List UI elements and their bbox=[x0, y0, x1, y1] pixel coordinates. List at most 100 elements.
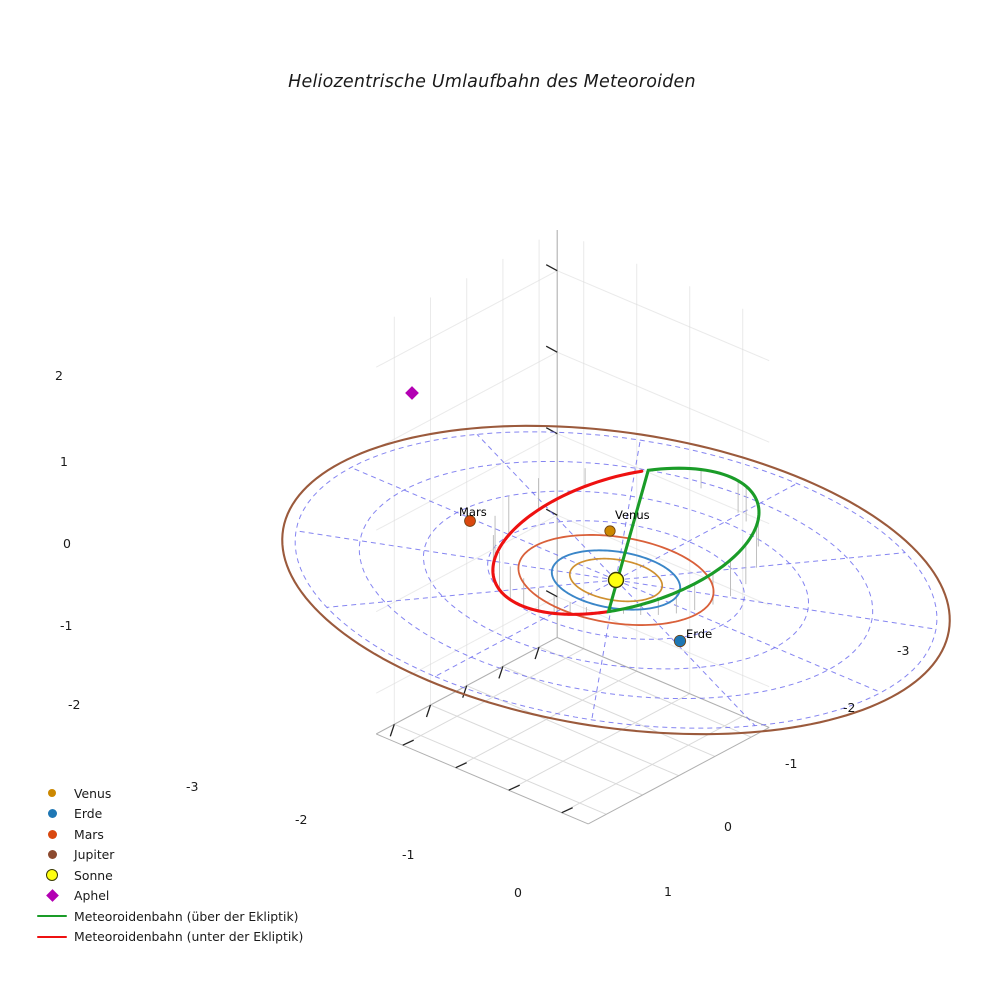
meteoroid-path bbox=[606, 466, 761, 614]
grid-line bbox=[545, 345, 558, 353]
grid-line bbox=[534, 646, 540, 660]
y-tick-label: -1 bbox=[785, 756, 798, 771]
z-tick-label: -2 bbox=[68, 697, 81, 712]
legend-label: Jupiter bbox=[74, 847, 115, 863]
planet-orbits bbox=[517, 534, 715, 626]
grid-line bbox=[502, 665, 716, 757]
grid-line bbox=[561, 807, 573, 814]
x-tick-label: -2 bbox=[295, 812, 308, 827]
grid-line bbox=[455, 670, 637, 769]
legend-marker-line-icon bbox=[30, 935, 74, 938]
y-tick-label: -2 bbox=[843, 700, 856, 715]
grid-line bbox=[466, 685, 679, 777]
legend-label: Aphel bbox=[74, 888, 110, 904]
grid-line bbox=[394, 723, 607, 815]
polar-radial bbox=[476, 433, 617, 581]
polar-radial bbox=[615, 579, 756, 727]
y-tick-label: -3 bbox=[897, 643, 910, 658]
orbit-ring bbox=[568, 557, 664, 603]
grid-line bbox=[545, 427, 558, 435]
x-tick-label: 0 bbox=[514, 885, 522, 900]
legend-item-sonne[interactable]: Sonne bbox=[30, 865, 303, 886]
y-tick-label: 0 bbox=[724, 819, 732, 834]
marker-erde bbox=[673, 634, 687, 648]
grid-line bbox=[538, 646, 752, 738]
grid-line bbox=[375, 514, 558, 613]
x-tick-label: 1 bbox=[664, 884, 672, 899]
grid-line bbox=[498, 666, 504, 679]
legend-item-erde[interactable]: Erde bbox=[30, 804, 303, 825]
grid-line bbox=[462, 685, 468, 698]
legend-marker-line-icon bbox=[30, 915, 74, 918]
grid-line bbox=[557, 351, 770, 443]
grid-line bbox=[587, 727, 770, 825]
orbit-ring bbox=[517, 534, 715, 626]
grid-line bbox=[556, 636, 770, 728]
x-tick-label: -3 bbox=[186, 779, 199, 794]
grid-line bbox=[389, 724, 395, 737]
legend-item-mars[interactable]: Mars bbox=[30, 824, 303, 845]
legend-item-jupiter[interactable]: Jupiter bbox=[30, 845, 303, 866]
legend-label: Venus bbox=[74, 785, 112, 801]
polar-radial bbox=[326, 579, 617, 608]
grid-line bbox=[430, 704, 643, 796]
grid-line bbox=[402, 739, 414, 746]
z-tick-label: 2 bbox=[55, 368, 63, 383]
legend-item-meteoroidenbahn-ber-der-ekliptik[interactable]: Meteoroidenbahn (über der Ekliptik) bbox=[30, 906, 303, 927]
marker-mars bbox=[464, 515, 476, 527]
grid-line bbox=[376, 733, 589, 825]
grid-line bbox=[557, 596, 770, 688]
legend-label: Meteoroidenbahn (unter der Ekliptik) bbox=[74, 929, 304, 945]
legend-item-meteoroidenbahn-unter-der-ekliptik[interactable]: Meteoroidenbahn (unter der Ekliptik) bbox=[30, 927, 303, 948]
grid-line bbox=[545, 590, 558, 598]
polar-radial bbox=[591, 579, 617, 720]
orbit-ring bbox=[550, 549, 682, 611]
legend-label: Erde bbox=[74, 806, 103, 822]
grid-line bbox=[508, 693, 690, 791]
legend-label: Mars bbox=[74, 826, 104, 842]
grid-line bbox=[545, 264, 558, 272]
z-tick-label: 0 bbox=[63, 536, 71, 551]
page-title: Heliozentrische Umlaufbahn des Meteoroid… bbox=[288, 72, 696, 92]
polar-radial bbox=[350, 467, 617, 581]
grid-line bbox=[375, 433, 558, 531]
polar-radial bbox=[615, 440, 641, 581]
polar-radial bbox=[434, 579, 617, 677]
grid-line bbox=[508, 784, 520, 791]
marker-aphel bbox=[405, 386, 419, 400]
x-tick-label: -1 bbox=[402, 847, 415, 862]
grid-line bbox=[561, 715, 743, 814]
grid-line bbox=[557, 270, 770, 362]
body-markers bbox=[405, 386, 687, 648]
marker-sonne bbox=[607, 571, 625, 589]
polar-radial bbox=[615, 483, 798, 581]
label-venus: Venus bbox=[615, 508, 650, 522]
meteoroid-path bbox=[491, 469, 644, 616]
legend-item-aphel[interactable]: Aphel bbox=[30, 886, 303, 907]
meteoroid-orbit bbox=[491, 466, 761, 616]
legend-marker-diamond-icon bbox=[30, 889, 74, 903]
legend-label: Meteoroidenbahn (über der Ekliptik) bbox=[74, 908, 299, 924]
grid-line bbox=[375, 596, 558, 694]
label-erde: Erde bbox=[686, 627, 713, 641]
label-mars: Mars bbox=[459, 505, 487, 519]
legend-marker-dot-icon bbox=[30, 809, 74, 819]
grid-line bbox=[557, 514, 770, 606]
polar-ring bbox=[487, 520, 745, 640]
legend-marker-sun-icon bbox=[30, 869, 74, 882]
grid-line bbox=[557, 433, 770, 525]
legend-item-venus[interactable]: Venus bbox=[30, 783, 303, 804]
jupiter-orbit bbox=[281, 424, 951, 736]
grid-line bbox=[375, 270, 558, 368]
grid-line bbox=[402, 648, 584, 746]
legend-marker-dot-icon bbox=[30, 850, 74, 860]
legend-label: Sonne bbox=[74, 867, 113, 883]
grid-line bbox=[455, 762, 467, 769]
legend-marker-dot-icon bbox=[30, 789, 74, 798]
grid-line bbox=[425, 704, 432, 718]
marker-venus bbox=[604, 525, 616, 537]
z-tick-label: 1 bbox=[60, 454, 68, 469]
